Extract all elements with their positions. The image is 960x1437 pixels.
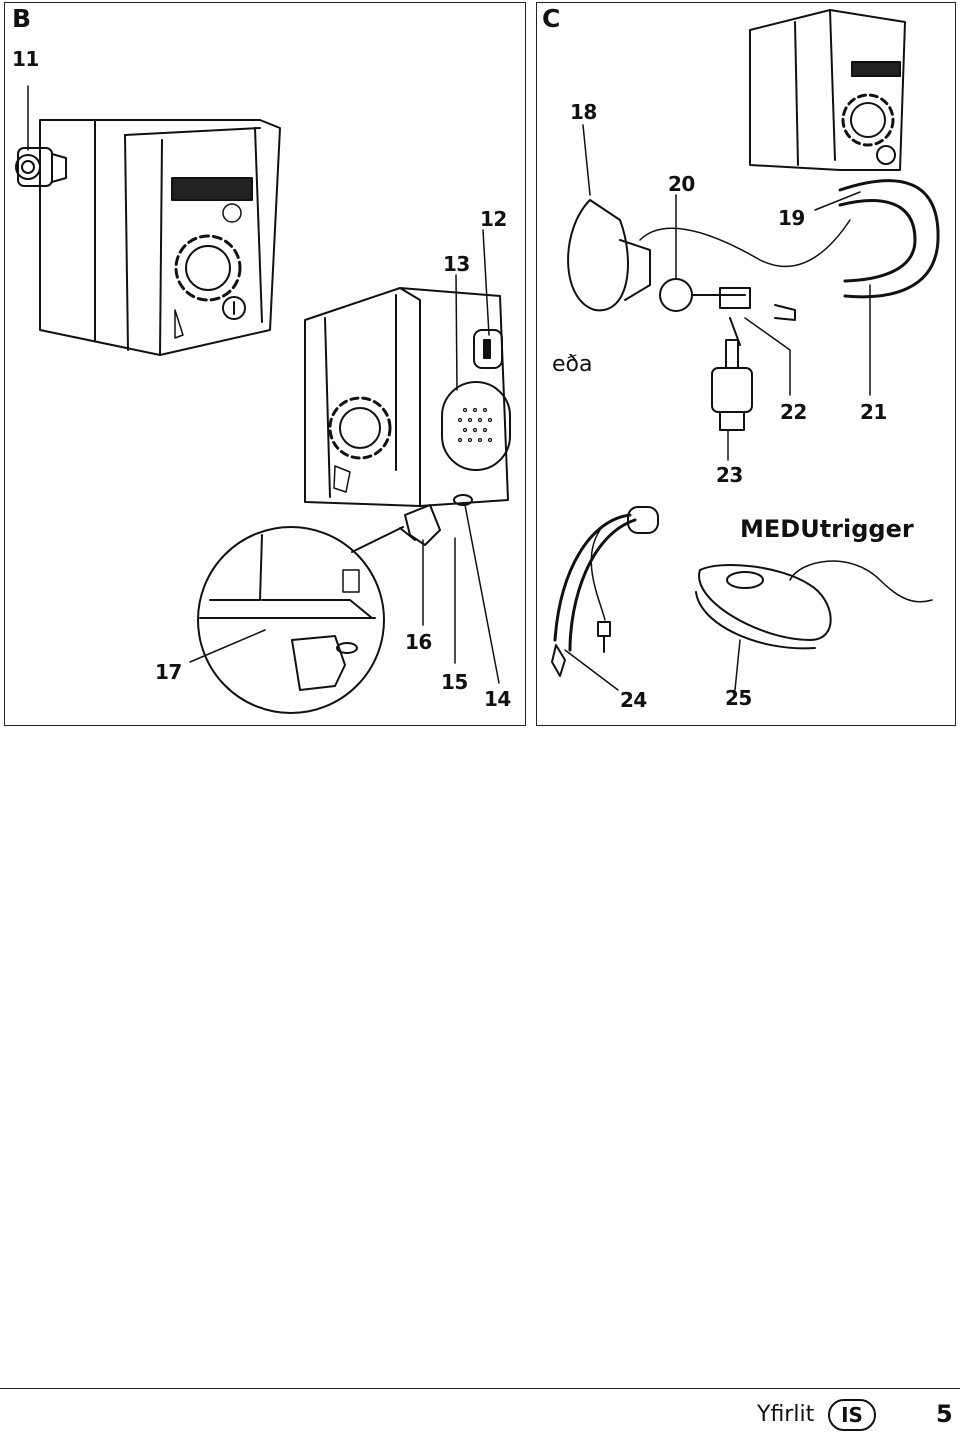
- language-badge: IS: [828, 1399, 876, 1431]
- footer-divider: [0, 1388, 960, 1389]
- detail-magnifier: [197, 526, 404, 714]
- medutrigger-accessories: [551, 506, 933, 677]
- callout-12: 12: [480, 207, 507, 231]
- callout-11: 11: [12, 47, 39, 71]
- panel-label-c: C: [542, 4, 561, 33]
- footer-section-title: Yfirlit: [757, 1402, 815, 1427]
- callout-18: 18: [570, 100, 597, 124]
- callout-20: 20: [668, 172, 695, 196]
- product-label: MEDUtrigger: [740, 515, 914, 543]
- figure-panel-c: [536, 2, 956, 726]
- callout-21: 21: [860, 400, 887, 424]
- callout-25: 25: [725, 686, 752, 710]
- callout-17: 17: [155, 660, 182, 684]
- callout-14: 14: [484, 687, 511, 711]
- device-side-view: [304, 287, 511, 546]
- or-label: eða: [552, 352, 593, 377]
- callout-13: 13: [443, 252, 470, 276]
- device-front-view: [15, 119, 281, 356]
- leader-lines-b: [27, 85, 500, 684]
- callout-19: 19: [778, 206, 805, 230]
- callout-23: 23: [716, 463, 743, 487]
- callout-24: 24: [620, 688, 647, 712]
- panel-label-b: B: [12, 4, 32, 33]
- page-number: 5: [936, 1400, 953, 1428]
- callout-15: 15: [441, 670, 468, 694]
- callout-16: 16: [405, 630, 432, 654]
- callout-22: 22: [780, 400, 807, 424]
- leader-lines-c: [564, 124, 871, 691]
- ventilator-with-circuit: [567, 9, 940, 431]
